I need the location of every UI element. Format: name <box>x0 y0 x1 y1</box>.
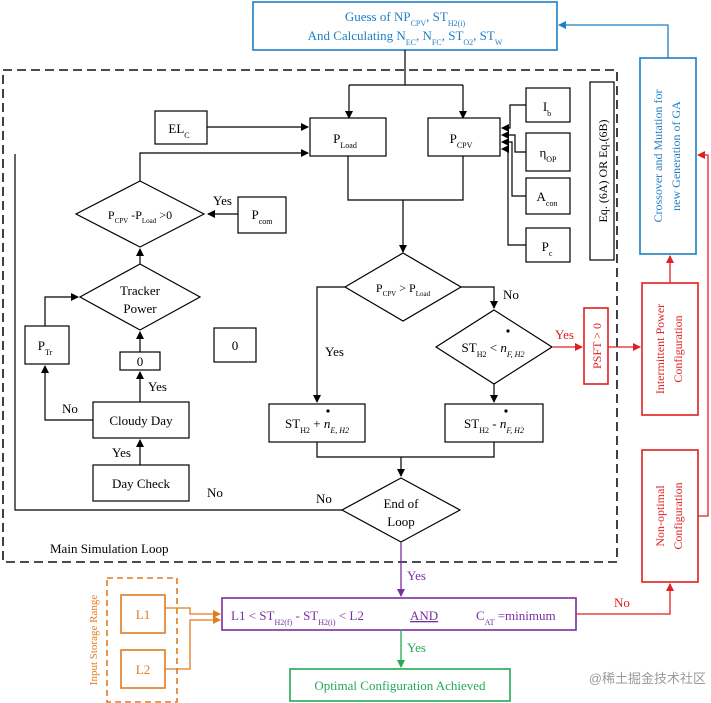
eq-label: Eq. (6A) OR Eq.(6B) <box>596 120 610 223</box>
tracker-power-line2: Power <box>123 301 157 316</box>
main-simulation-loop-label: Main Simulation Loop <box>50 541 168 556</box>
intermittent-line2: Configuration <box>671 315 685 382</box>
ptr-label: PTr <box>38 338 53 357</box>
intermittent-line1: Intermittent Power <box>653 304 667 394</box>
l1-label: L1 <box>136 607 150 622</box>
acon-box <box>525 177 571 215</box>
zero-box-label: 0 <box>232 338 239 353</box>
crossover-mutation-box <box>639 57 697 255</box>
eta-op-box <box>525 132 571 172</box>
l1-box <box>120 594 166 634</box>
yes-label-compare: Yes <box>325 344 344 359</box>
top-guess-box <box>252 1 558 51</box>
psft-label: PSFT > 0 <box>590 323 604 369</box>
intermittent-power-box <box>641 282 699 416</box>
top-guess-line2: And Calculating NEC, NFC, STO2, STW <box>308 28 503 47</box>
pcpv-minus-pload-diamond <box>74 180 206 248</box>
pcpv-minus-pload-label: PCPV -PLoad >0 <box>108 208 172 225</box>
day-check-box <box>92 464 190 502</box>
top-guess-line1: Guess of NPCPV, STH2(i) <box>345 9 466 28</box>
yes-label-condition: Yes <box>407 640 426 655</box>
pload-label: PLoad <box>333 131 357 150</box>
no-label-day-check: No <box>207 485 223 500</box>
sth2-plus-label: STH2 + nE, H2 <box>285 416 349 435</box>
condition-cat: CAT =minimum <box>476 608 556 627</box>
end-of-loop-line1: End of <box>383 496 419 511</box>
nonoptimal-line2: Configuration <box>671 482 685 549</box>
cloudy-day-label: Cloudy Day <box>109 413 173 428</box>
no-label-cloudy: No <box>62 401 78 416</box>
pcom-label: Pcom <box>251 207 273 226</box>
pcpv-gt-pload-label: PCPV > PLoad <box>376 281 431 298</box>
eq-box <box>589 81 615 261</box>
pcom-box <box>237 196 287 234</box>
crossover-line2: new Generation of GA <box>669 101 683 211</box>
zero-small-label: 0 <box>137 354 144 369</box>
sth2-lt-n-label: STH2 < nF, H2 <box>462 340 525 359</box>
l2-box <box>120 649 166 689</box>
day-check-label: Day Check <box>112 476 171 491</box>
ib-label: Ib <box>543 99 551 118</box>
watermark: @稀土掘金技术社区 <box>589 671 706 686</box>
yes-label-daycheck: Yes <box>112 445 131 460</box>
yes-label-end-loop: Yes <box>407 568 426 583</box>
l2-label: L2 <box>136 662 150 677</box>
pcpv-gt-pload-diamond <box>343 252 463 322</box>
yes-label-cloudy: Yes <box>148 379 167 394</box>
no-label-compare: No <box>503 287 519 302</box>
optimal-label: Optimal Configuration Achieved <box>314 678 486 693</box>
eta-op-label: ηOP <box>539 145 557 164</box>
zero-box <box>213 327 257 363</box>
ptr-box <box>24 325 70 365</box>
no-label-condition: No <box>614 595 630 610</box>
elc-label: ELC <box>168 121 189 140</box>
ib-box <box>525 87 571 123</box>
pcpv-label: PCPV <box>450 131 473 150</box>
pc-box <box>525 227 571 263</box>
yes-label-pcom: Yes <box>213 193 232 208</box>
no-label-end-loop: No <box>316 491 332 506</box>
sth2-minus-label: STH2 - nF, H2 <box>464 416 524 435</box>
condition-and: AND <box>410 608 438 623</box>
cloudy-day-box <box>92 401 190 439</box>
pc-label: Pc <box>542 239 553 258</box>
sth2-minus-box <box>444 403 544 443</box>
input-storage-range-frame <box>106 577 178 703</box>
condition-label: L1 < STH2(f) - STH2(i) < L2 <box>231 608 364 627</box>
tracker-power-line1: Tracker <box>120 283 161 298</box>
main-simulation-loop-frame <box>2 69 618 563</box>
tracker-power-diamond <box>78 263 202 331</box>
crossover-line1: Crossover and Mutation for <box>651 90 665 223</box>
pload-box <box>309 117 387 157</box>
optimal-box <box>289 668 511 702</box>
pcpv-box <box>427 117 501 157</box>
yes-label-psft: Yes <box>555 327 574 342</box>
nonoptimal-line1: Non-optimal <box>653 485 667 547</box>
non-optimal-box <box>641 449 699 583</box>
acon-label: Acon <box>537 189 558 208</box>
end-of-loop-line2: Loop <box>387 514 414 529</box>
condition-box <box>221 597 577 631</box>
input-storage-label: Input Storage Range <box>88 595 100 686</box>
psft-box <box>583 307 609 385</box>
